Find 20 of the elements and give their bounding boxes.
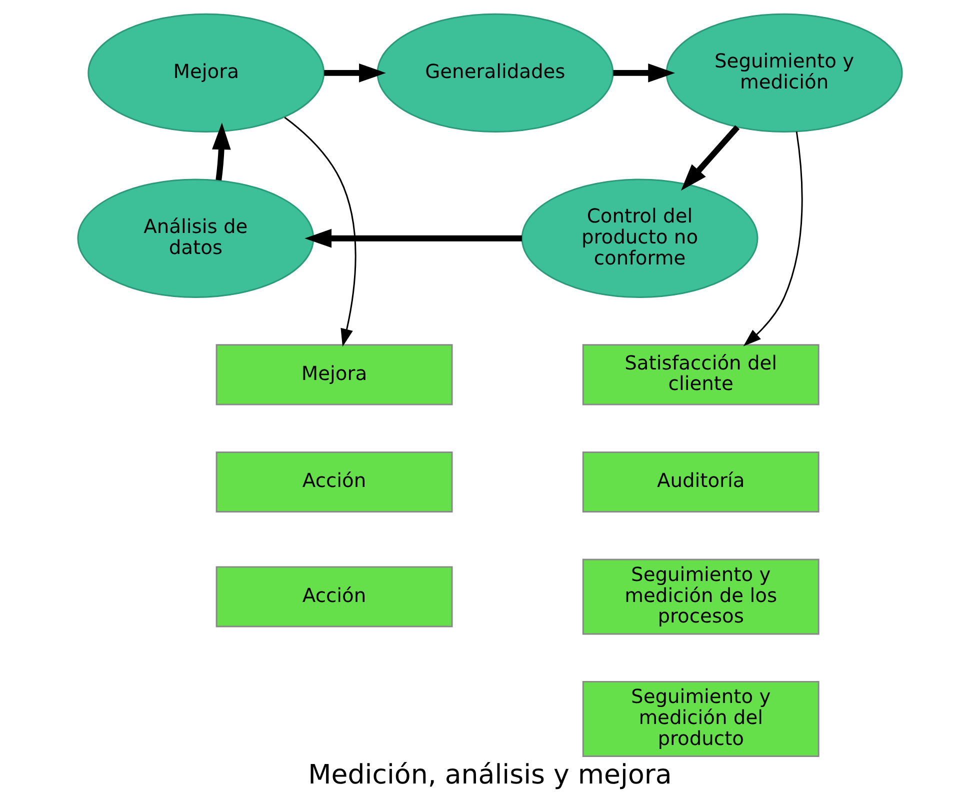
arrow (324, 64, 386, 82)
node-box: Auditoría (582, 451, 819, 513)
arrow (284, 116, 356, 347)
arrow (612, 64, 675, 82)
arrow (680, 125, 740, 191)
node-box: Acción (215, 451, 452, 513)
arrow (304, 228, 522, 248)
arrow (742, 131, 802, 346)
node-ellipse: Análisis de datos (76, 178, 314, 298)
node-ellipse: Control del producto no conforme (520, 178, 758, 298)
node-box: Seguimiento y medición de los procesos (582, 558, 819, 635)
node-box: Seguimiento y medición del producto (582, 680, 819, 757)
arrow (212, 122, 230, 180)
node-ellipse: Generalidades (376, 13, 614, 133)
node-box: Mejora (215, 344, 452, 406)
node-box: Satisfacción del cliente (582, 344, 819, 406)
node-ellipse: Mejora (87, 13, 324, 133)
node-ellipse: Seguimiento y medición (665, 13, 902, 133)
node-box: Acción (215, 566, 452, 628)
diagram-title: Medición, análisis y mejora (308, 760, 672, 791)
